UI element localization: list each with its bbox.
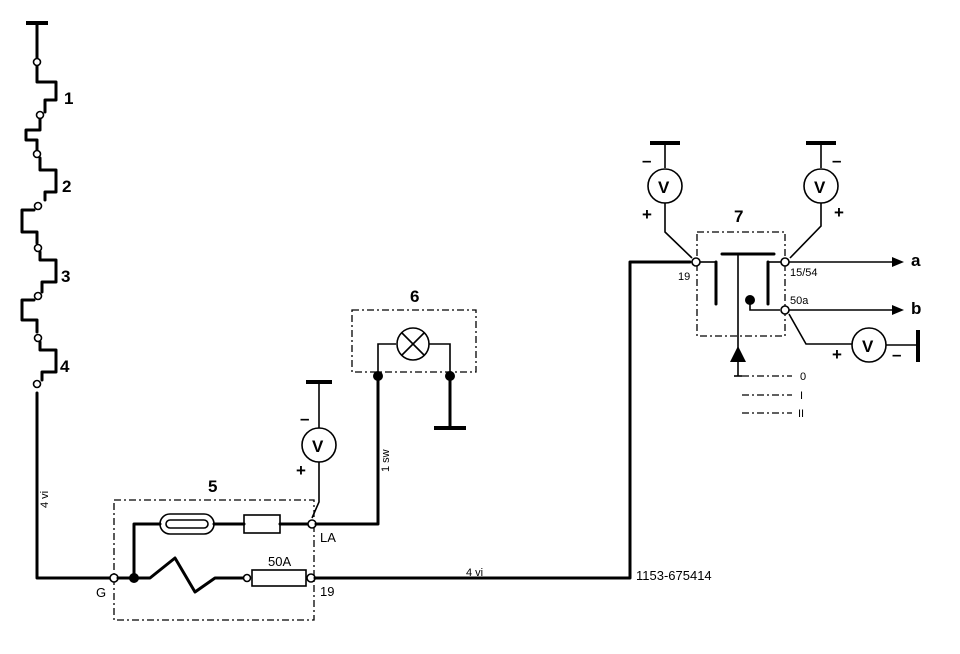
terminal-50a-label: 50a: [790, 295, 809, 307]
terminal-g-label: G: [96, 585, 106, 600]
cell-2-label: 2: [62, 177, 71, 196]
battery-ground-symbol: [26, 21, 48, 60]
main-wire-label: 4 vi: [466, 567, 483, 579]
svg-text:–: –: [832, 151, 841, 170]
cell-4-label: 4: [60, 357, 70, 376]
warning-lamp-element: [159, 513, 215, 535]
fuse-label: 50A: [268, 554, 291, 569]
voltmeter-50a: V + –: [788, 313, 920, 364]
position-ii-label: II: [798, 408, 804, 420]
ignition-switch-label: 7: [734, 207, 743, 226]
position-0-label: 0: [800, 371, 806, 383]
voltmeter-la: V – +: [296, 380, 337, 519]
terminal-19-regulator-label: 19: [320, 584, 334, 599]
ignition-switch-box: [696, 231, 786, 337]
terminal-15-54-label: 15/54: [790, 267, 818, 279]
battery-wire-label: 4 vi: [39, 491, 51, 508]
voltmeter-19: V – +: [642, 141, 693, 259]
svg-text:–: –: [892, 345, 901, 364]
svg-text:V: V: [312, 437, 324, 456]
regulator-box: [113, 499, 315, 621]
output-a-label: a: [911, 251, 921, 270]
svg-text:V: V: [862, 337, 874, 356]
svg-text:+: +: [642, 205, 652, 224]
fuse: [251, 569, 307, 587]
switch-key-arrow: [730, 346, 746, 362]
regulator-label: 5: [208, 477, 217, 496]
output-b-label: b: [911, 299, 921, 318]
terminal-19-switch-label: 19: [678, 271, 690, 283]
part-number: 1153-675414: [636, 568, 712, 583]
svg-text:V: V: [658, 178, 670, 197]
cell-1-label: 1: [64, 89, 73, 108]
svg-text:–: –: [642, 151, 651, 170]
svg-text:–: –: [300, 409, 309, 428]
terminal-19-switch: [691, 257, 701, 267]
regulator-coil: [116, 556, 246, 594]
position-i-label: I: [800, 390, 803, 402]
svg-text:+: +: [834, 203, 844, 222]
lamp-box: [351, 309, 477, 373]
cell-3-label: 3: [61, 267, 70, 286]
terminal-50a: [780, 305, 790, 315]
svg-text:+: +: [296, 461, 306, 480]
terminal-la-label: LA: [320, 530, 336, 545]
lamp-label: 6: [410, 287, 419, 306]
resistor: [243, 514, 281, 534]
svg-text:V: V: [814, 178, 826, 197]
terminal-15-54: [780, 257, 790, 267]
lamp-wire-label: 1 sw: [380, 449, 392, 472]
svg-text:+: +: [832, 345, 842, 364]
main-wire: [313, 260, 692, 580]
lamp-wire: [314, 374, 380, 526]
voltmeter-15-54: V – +: [789, 141, 844, 259]
battery-wire: [35, 391, 112, 580]
battery-stack: [20, 57, 58, 389]
